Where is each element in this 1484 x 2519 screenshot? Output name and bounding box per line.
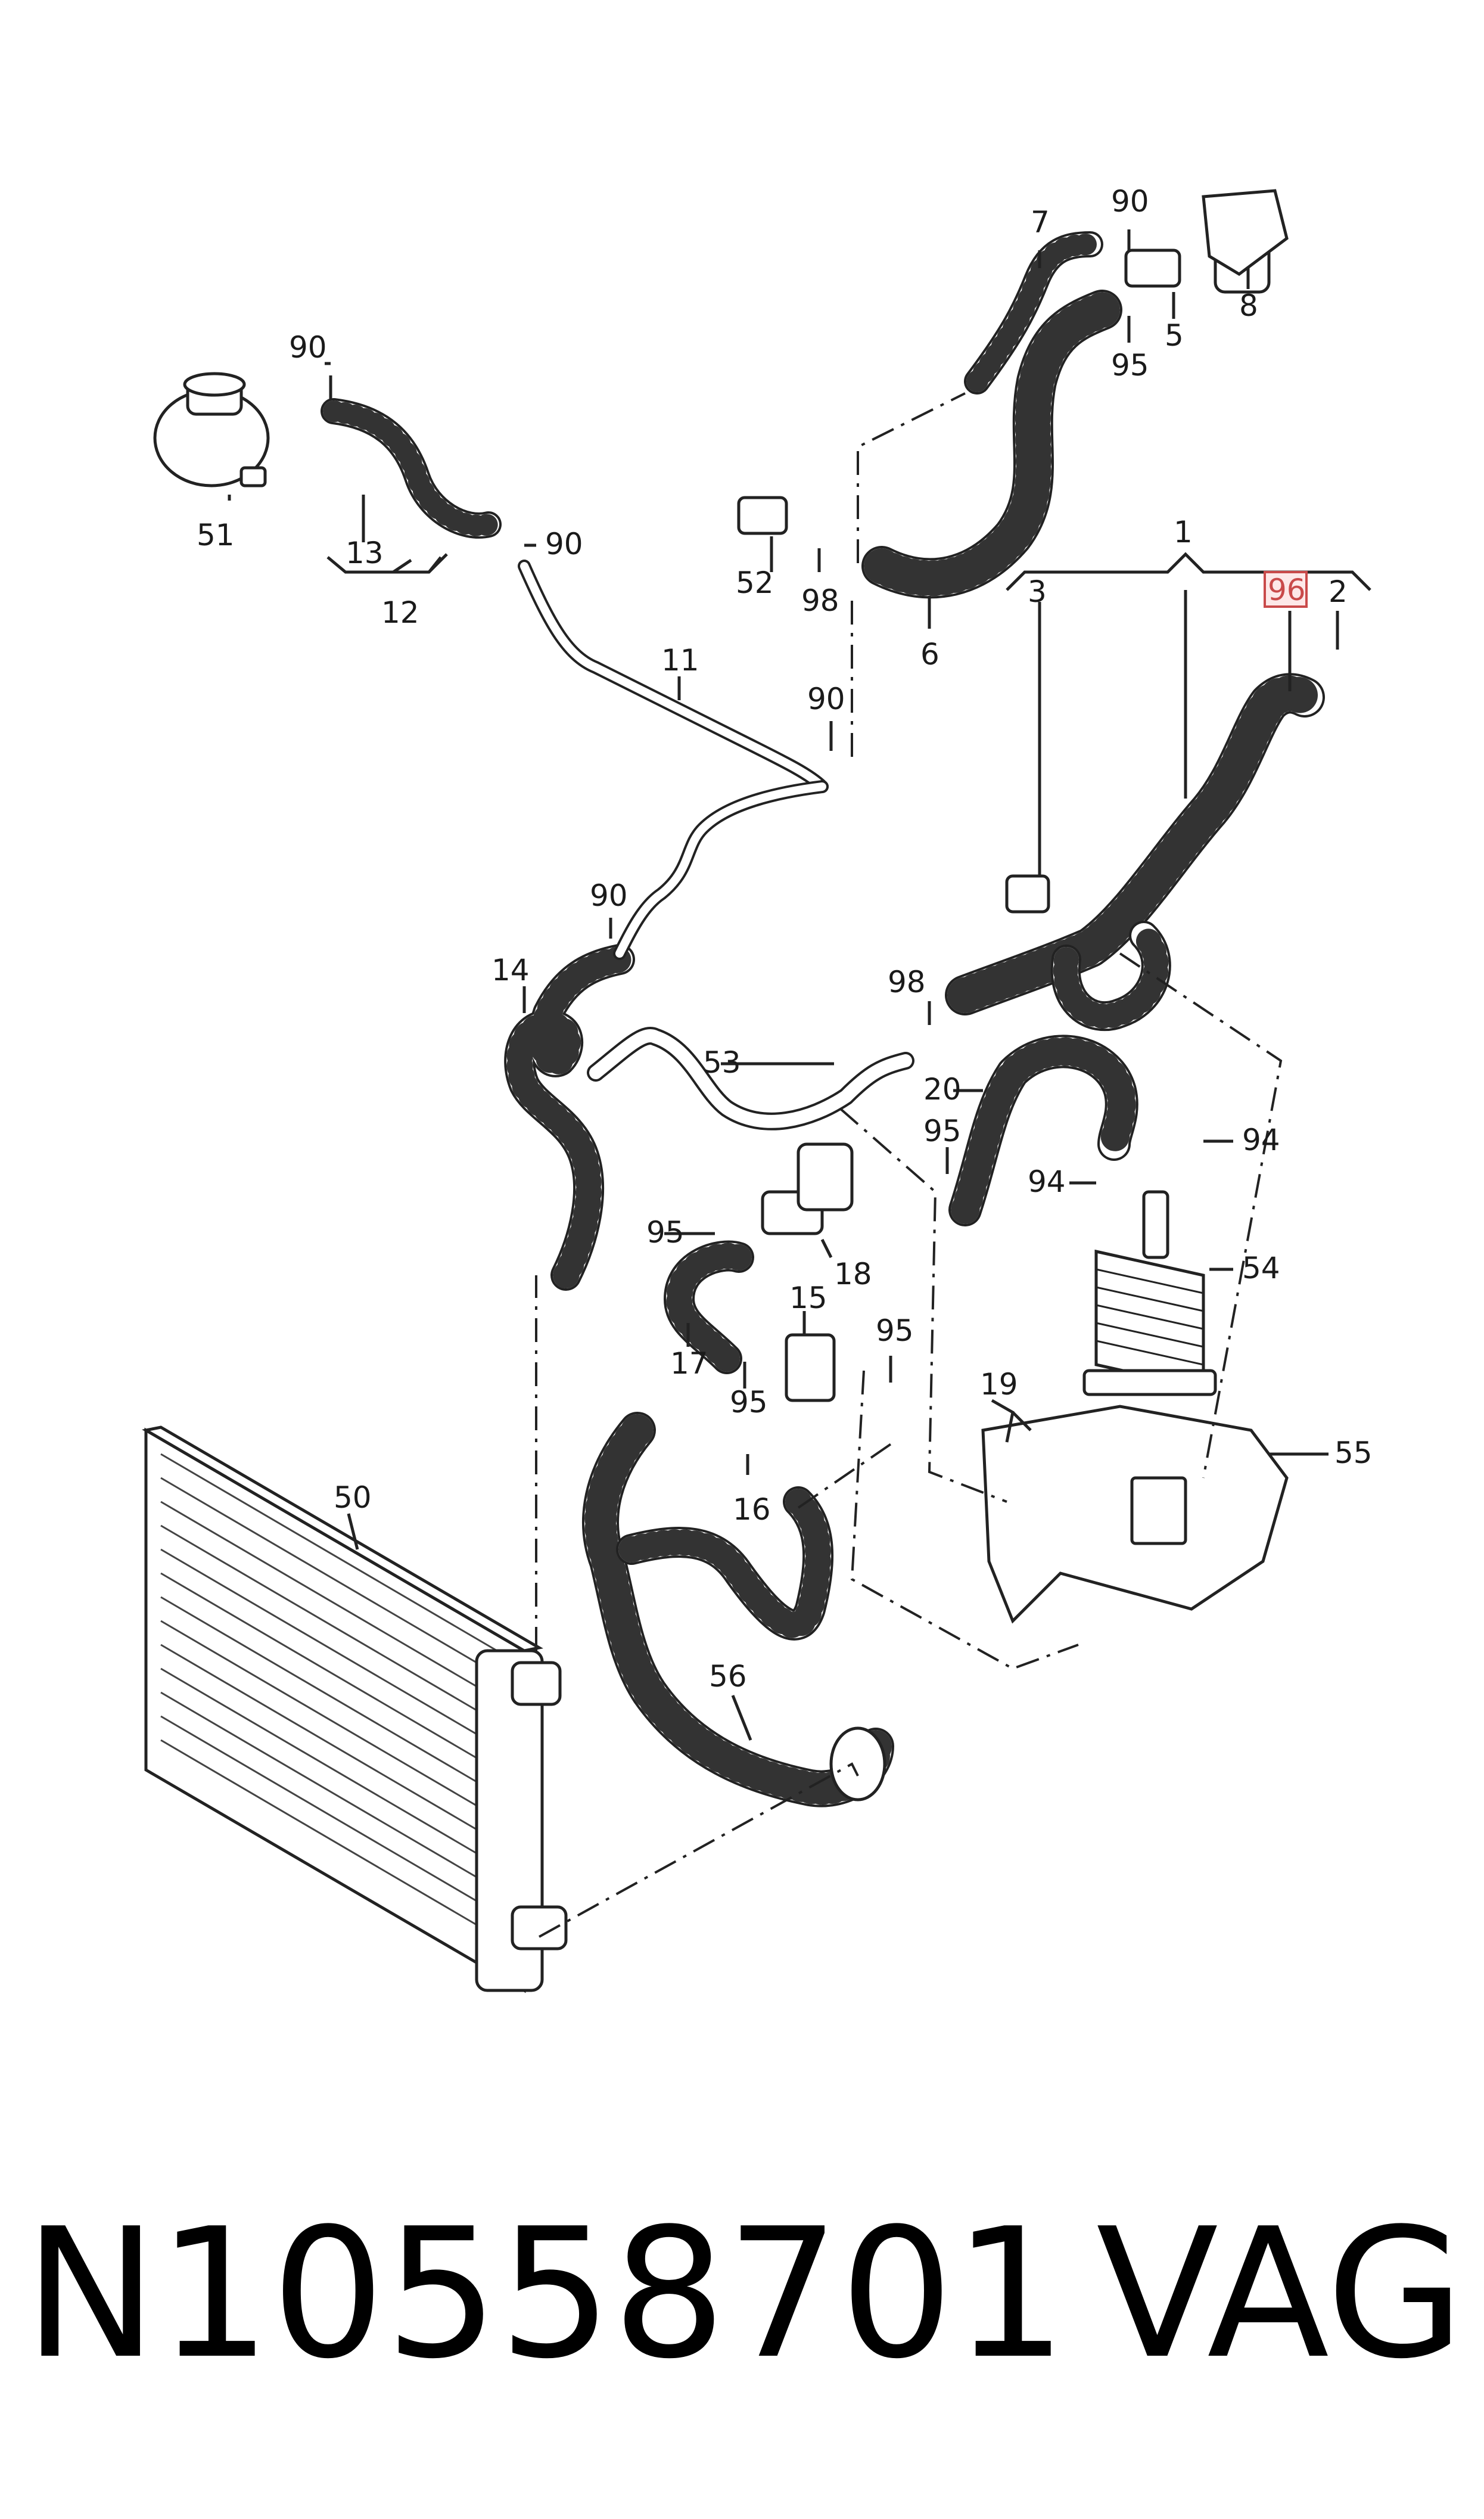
callout-50: 50 [334,1480,372,1515]
radiator [142,1425,568,1993]
callout-51: 51 [197,518,235,552]
callout-17: 17 [670,1346,708,1381]
callout-11: 11 [661,643,699,678]
callout-90-pipe: 90 [545,527,583,561]
callout-90-top: 90 [1111,184,1149,219]
callout-95-right: 95 [876,1313,914,1348]
pipes [518,560,914,1130]
hoses [321,231,1325,1807]
callout-5: 5 [1165,318,1184,353]
callout-95-hose20: 95 [923,1114,962,1148]
bracket [981,1405,1289,1624]
callout-90-expansion: 90 [289,330,327,365]
callout-98-upper: 98 [801,583,839,618]
leader-lines [228,229,1371,1741]
callout-56: 56 [709,1659,747,1694]
callout-12: 12 [381,595,419,630]
callout-54: 54 [1242,1251,1280,1285]
callout-19: 19 [980,1367,1018,1402]
callout-labels: 90 51 13 12 90 11 90 90 14 53 98 20 95 9… [197,184,1373,1694]
connection-lines [535,392,1283,1938]
callout-6: 6 [920,637,939,672]
callout-94-left: 94 [1028,1164,1066,1199]
callout-98-lower: 98 [888,965,926,999]
callout-90-mid: 90 [807,682,845,716]
callout-16: 16 [733,1492,771,1527]
callout-90-lower: 90 [590,878,628,913]
callout-95-top: 95 [1111,348,1149,383]
callout-94-right: 94 [1242,1123,1280,1157]
callout-8: 8 [1239,288,1258,323]
small-parts [737,189,1289,1402]
callout-18: 18 [834,1257,872,1291]
callout-20: 20 [923,1072,962,1107]
callout-95-bottom: 95 [730,1385,768,1420]
highlight-box-96 [1264,571,1308,608]
callout-96: 96 [1268,573,1306,607]
callout-14: 14 [491,953,530,987]
callout-15: 15 [789,1281,827,1315]
callout-52: 52 [736,566,774,600]
callout-95-thermo: 95 [646,1215,685,1250]
oil-cooler [1082,1190,1217,1396]
callout-13: 13 [346,536,384,570]
callout-53: 53 [703,1045,741,1080]
expansion-tank [153,372,270,487]
brand-name: VAG [1096,2190,1465,2398]
callout-3: 3 [1028,574,1047,609]
callout-7: 7 [1031,205,1050,240]
callout-1: 1 [1174,515,1193,549]
callout-2: 2 [1329,574,1348,609]
part-number: N10558701 [24,2190,1068,2398]
callout-55: 55 [1334,1436,1373,1470]
